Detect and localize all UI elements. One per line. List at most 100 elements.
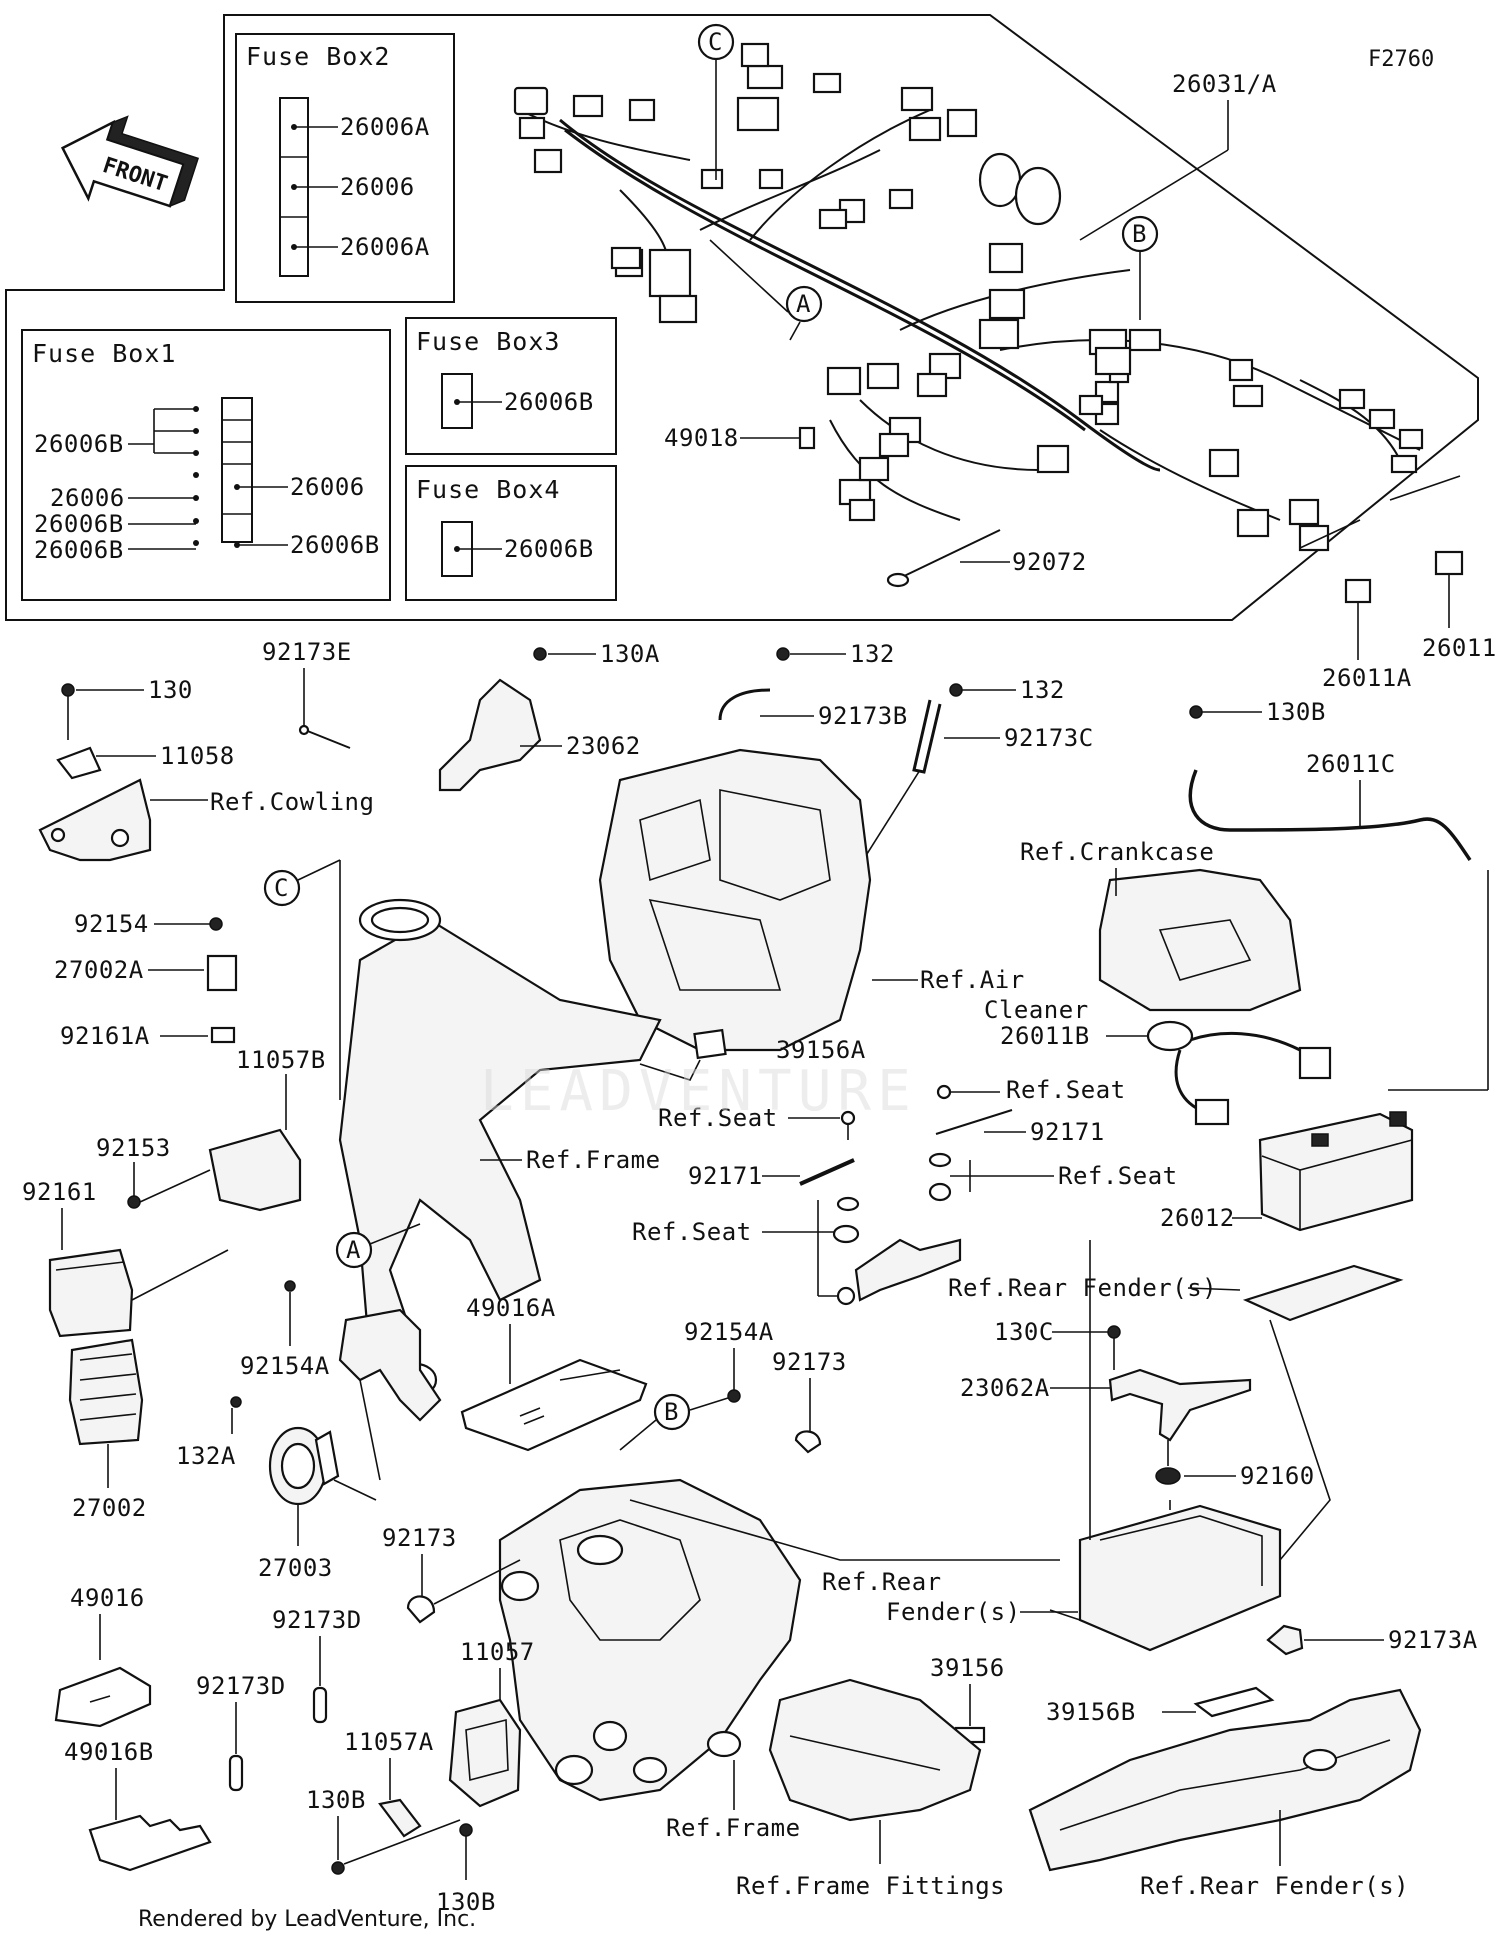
cable-tie-92072 <box>899 529 1001 579</box>
fuse-box-1: Fuse Box1 26006B 26006 26006B 26006B 260… <box>21 329 391 601</box>
part-label: Ref.Frame Fittings <box>736 1872 1005 1900</box>
part-label: 92173E <box>262 638 352 666</box>
callout-a-top: A <box>709 239 823 341</box>
fuse-holder-26011b <box>1174 1032 1301 1112</box>
callout-label: A <box>346 1236 361 1264</box>
seat-bracket <box>854 1238 962 1302</box>
part-label: 11057B <box>236 1046 326 1074</box>
callout-c-top: C <box>697 23 735 180</box>
part-label: 23062A <box>960 1374 1050 1402</box>
part-label: 130C <box>994 1318 1054 1346</box>
relay-26011 <box>1434 550 1464 576</box>
relay-26011a <box>1344 578 1372 604</box>
callout-b-middle: B <box>619 1393 729 1451</box>
callout-label: A <box>796 290 811 318</box>
part-label: 92072 <box>1012 548 1087 576</box>
part-label: 92161A <box>60 1022 150 1050</box>
part-label: 92173 <box>382 1524 457 1552</box>
part-label: 92154A <box>684 1318 774 1346</box>
fuse-box-1-title: Fuse Box1 <box>32 339 176 368</box>
callout-a-middle: A <box>335 1223 421 1269</box>
plate-49016a <box>460 1358 648 1452</box>
ecu-27002 <box>68 1338 144 1446</box>
part-label: 130B <box>1266 698 1326 726</box>
fuse-label: 26006B <box>504 535 594 563</box>
part-label: 27003 <box>258 1554 333 1582</box>
callout-label: B <box>664 1398 679 1426</box>
part-label: Ref.Cowling <box>210 788 374 816</box>
part-label: 11057 <box>460 1638 535 1666</box>
part-label: Ref.Seat <box>658 1104 778 1132</box>
part-label: 27002 <box>72 1494 147 1522</box>
fuse-label: 26006 <box>340 173 415 201</box>
part-label: Fender(s) <box>886 1598 1021 1626</box>
part-label: 39156 <box>930 1654 1005 1682</box>
part-label: 92173B <box>818 702 908 730</box>
bracket-11057b <box>208 1128 302 1212</box>
fuse-box-3: Fuse Box3 26006B <box>405 317 617 455</box>
bracket-23062a <box>1108 1368 1252 1442</box>
part-label: Ref.Seat <box>1058 1162 1178 1190</box>
fuse-box-4-title: Fuse Box4 <box>416 475 560 504</box>
part-label: 92173D <box>196 1672 286 1700</box>
battery-26012 <box>1258 1111 1414 1232</box>
part-label: 26011A <box>1322 664 1412 692</box>
air-cleaner-box <box>598 748 872 1052</box>
clip-92161a <box>210 1026 236 1044</box>
part-label: 49016 <box>70 1584 145 1612</box>
fuse-label: 26006 <box>50 484 125 512</box>
part-label: 130A <box>600 640 660 668</box>
part-label: 11058 <box>160 742 235 770</box>
part-label: 92153 <box>96 1134 171 1162</box>
part-label: Ref.Seat <box>632 1218 752 1246</box>
part-label: 130B <box>306 1786 366 1814</box>
part-label: Ref.Air <box>920 966 1025 994</box>
part-label: 92173D <box>272 1606 362 1634</box>
relay-27002a <box>206 954 238 992</box>
frame-lower <box>338 1308 442 1422</box>
bracket-11057 <box>448 1698 522 1808</box>
fuse-box-2-title: Fuse Box2 <box>246 42 390 71</box>
part-label: 49016A <box>466 1294 556 1322</box>
part-label: 23062 <box>566 732 641 760</box>
battery-cable-26011c <box>1188 769 1472 861</box>
credit: Rendered by LeadVenture, Inc. <box>138 1907 476 1932</box>
fuse-box-3-title: Fuse Box3 <box>416 327 560 356</box>
watermark: LEADVENTURE <box>480 1059 917 1124</box>
part-label: 132 <box>850 640 895 668</box>
part-label: 11057A <box>344 1728 434 1756</box>
part-label: 92154A <box>240 1352 330 1380</box>
part-label: Ref.Crankcase <box>1020 838 1214 866</box>
part-label: 49018 <box>664 424 739 452</box>
part-label: 26011B <box>1000 1022 1090 1050</box>
main-wiring-harness <box>513 42 1424 552</box>
part-label: 132 <box>1020 676 1065 704</box>
bracket-23062 <box>438 678 542 792</box>
harness-group-border <box>5 14 1479 621</box>
part-label: Cleaner <box>984 996 1089 1024</box>
clamp-92173a <box>1266 1624 1304 1656</box>
fuse-label: 26006B <box>34 510 124 538</box>
label-39156a <box>693 1028 727 1060</box>
part-label: 49016B <box>64 1738 154 1766</box>
figure-id: F2760 <box>1368 47 1434 72</box>
part-label: 39156A <box>776 1036 866 1064</box>
crankcase <box>1098 868 1302 1012</box>
part-label: 26012 <box>1160 1204 1235 1232</box>
fuse-box-4: Fuse Box4 26006B <box>405 465 617 601</box>
part-label: Ref.Frame <box>526 1146 661 1174</box>
part-label: Ref.Rear Fender(s) <box>948 1274 1217 1302</box>
part-label: 92160 <box>1240 1462 1315 1490</box>
part-label: 92171 <box>1030 1118 1105 1146</box>
part-label: 130B <box>436 1888 496 1916</box>
ecu-cover-92161 <box>48 1248 134 1338</box>
rear-fender-tray <box>1078 1504 1282 1652</box>
bracket-11057a <box>378 1798 422 1838</box>
part-label: 39156B <box>1046 1698 1136 1726</box>
part-label: Ref.Rear <box>822 1568 942 1596</box>
rear-fender-pad <box>1242 1264 1404 1322</box>
cowling-bracket <box>38 778 152 862</box>
fuse-label: 26006B <box>504 388 594 416</box>
fuse-label: 26006 <box>290 473 365 501</box>
